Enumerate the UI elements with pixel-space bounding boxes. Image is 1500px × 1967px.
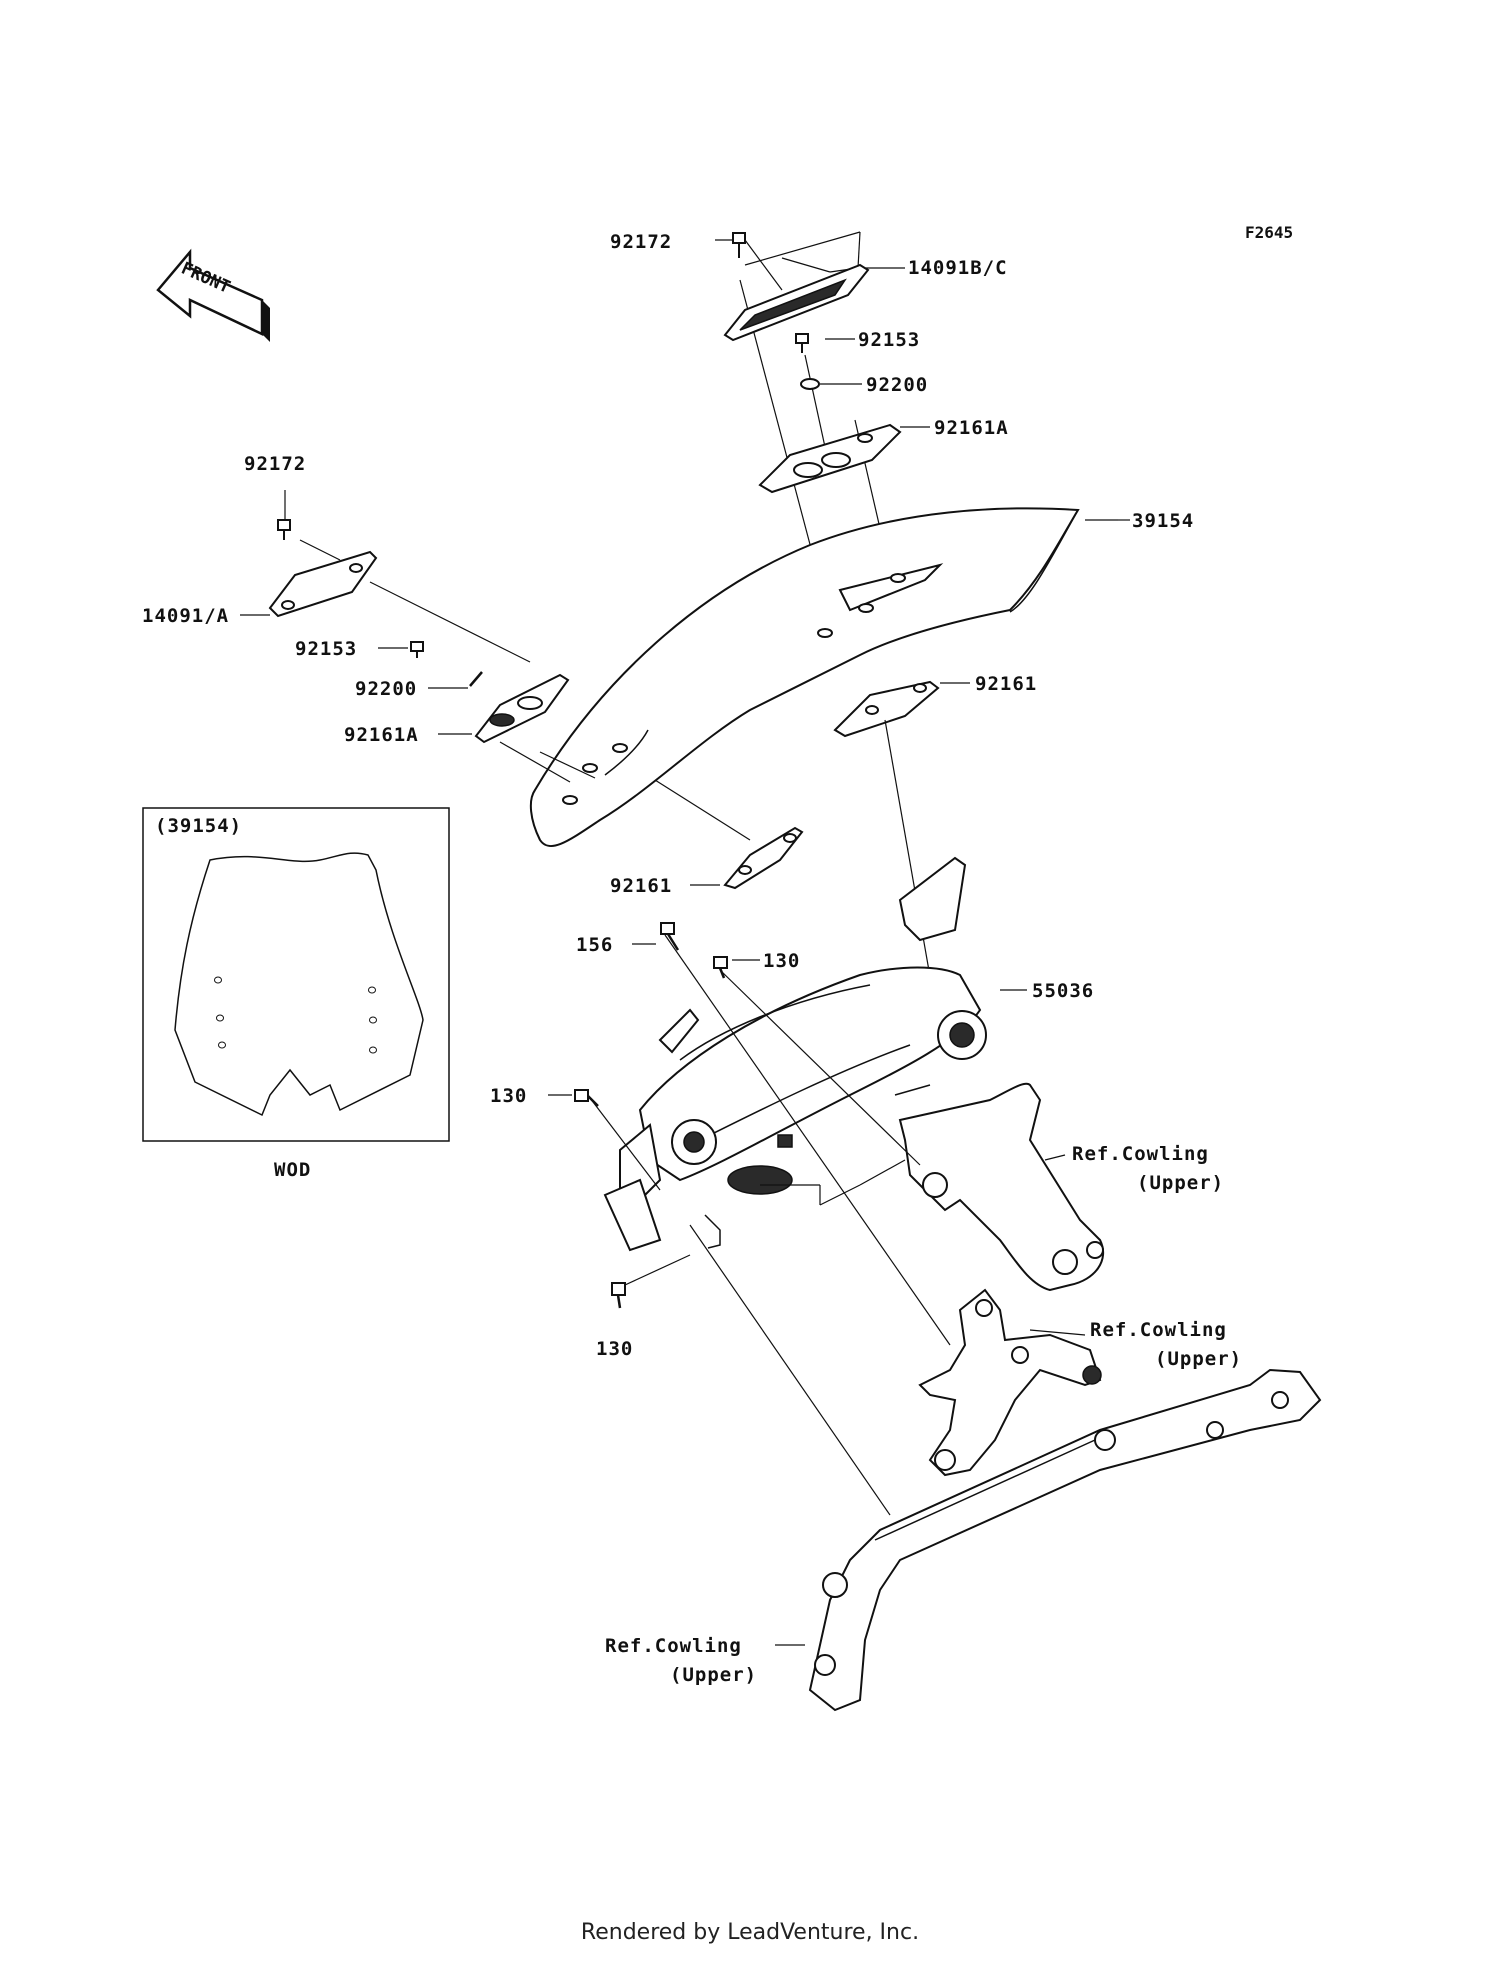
inset-windshield-front-view: (39154) WOD [142,807,450,1181]
screw-92172-top [732,232,746,258]
washer-92200-left [469,671,483,687]
label-ref-cowling-3-upper: (Upper) [670,1664,757,1686]
figure-code: F2645 [1245,223,1293,242]
screw-92153-left [410,641,424,658]
label-92161A-top: 92161A [934,417,1009,439]
screw-92153-top [795,333,809,353]
label-92161-right: 92161 [975,673,1037,695]
label-130-lower: 130 [596,1338,633,1360]
label-ref-cowling-3: Ref.Cowling [605,1635,742,1657]
label-156: 156 [576,934,613,956]
label-ref-cowling-1: Ref.Cowling [1072,1143,1209,1165]
washer-92200-top [800,378,820,390]
footer-credit: Rendered by LeadVenture, Inc. [580,1920,920,1945]
label-92200-left: 92200 [355,678,417,700]
label-ref-cowling-1-upper: (Upper) [1137,1172,1224,1194]
label-92161A-left: 92161A [344,724,419,746]
label-92172-left: 92172 [244,453,306,475]
bolt-130-upper [713,956,728,979]
label-130-left: 130 [490,1085,527,1107]
label-55036: 55036 [1032,980,1094,1002]
plate-92161-lower [723,826,804,890]
bracket-55036 [603,856,987,1252]
label-39154: 39154 [1132,510,1194,532]
bolt-156 [660,922,680,951]
front-arrow-icon: FRONT [156,248,270,342]
label-92172-top: 92172 [610,231,672,253]
bolt-130-lower [611,1282,626,1309]
label-ref-cowling-2-upper: (Upper) [1155,1348,1242,1370]
label-92153-left: 92153 [295,638,357,660]
plate-92161A-left [474,673,570,744]
inset-caption: WOD [274,1159,311,1181]
plate-92161A-top [758,423,902,494]
cover-14091BC [723,263,870,342]
label-ref-cowling-2: Ref.Cowling [1090,1319,1227,1341]
cowling-frame-bottom [808,1368,1322,1712]
label-92153-top: 92153 [858,329,920,351]
windshield-39154 [529,507,1080,847]
label-14091A: 14091/A [142,605,229,627]
screw-92172-left [277,519,291,540]
cowling-bracket-lower [918,1288,1102,1477]
label-14091BC: 14091B/C [908,257,1008,279]
label-92200-top: 92200 [866,374,928,396]
inset-title: (39154) [155,815,242,837]
cowling-bracket-right [898,1082,1105,1292]
plate-92161-right [833,680,940,738]
label-92161-lower: 92161 [610,875,672,897]
label-130-upper: 130 [763,950,800,972]
cover-14091A [268,550,378,618]
